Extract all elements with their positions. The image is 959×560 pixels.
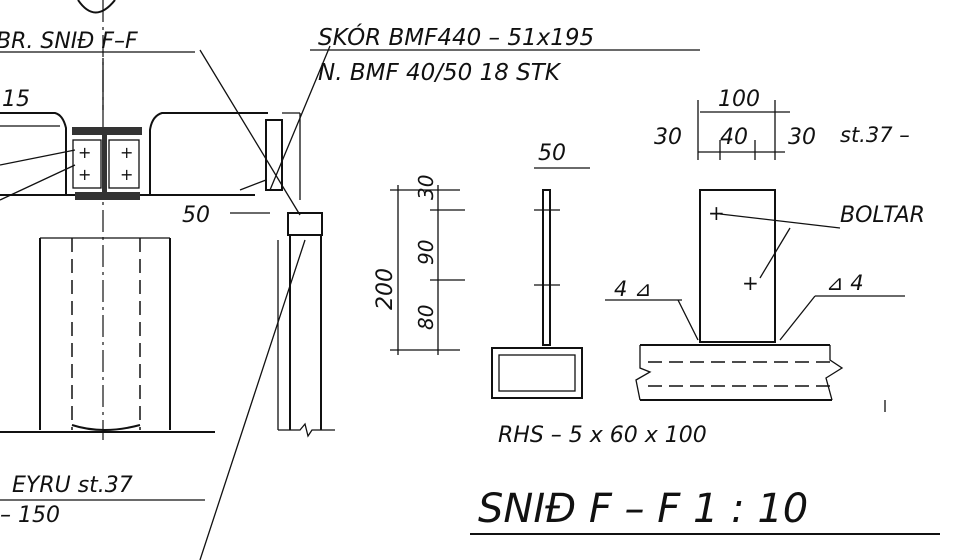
flange-plate [542,189,551,346]
dim-90-vertical: 90 [414,240,438,265]
ear-plate-front [699,189,776,343]
section-elevation: + + + + BR. SNIÐ F–F 15 50 [0,0,335,560]
bolt-mark: + [78,143,91,162]
anchor-shoe-label: SKÓR BMF440 – 51x195 [318,23,594,51]
dim-30-left: 30 [654,125,682,150]
bolt-hole: + [742,271,759,295]
section-marker-circle [77,0,116,14]
rhs-section-inner [498,354,576,392]
bolt-mark: + [120,165,133,184]
dim-15: 15 [2,87,30,112]
bolt-mark: + [120,143,133,162]
dim-30-vertical: 30 [414,175,438,200]
rhs-label: RHS – 5 x 60 x 100 [498,423,707,448]
bolt-mark: + [78,165,91,184]
beam-flange-bottom [75,192,140,200]
dim-80-vertical: 80 [414,305,438,330]
dim-50-left: 50 [182,203,210,228]
weld-right-label: ⊿ 4 [826,271,864,295]
rhs-column-top [287,212,323,236]
beam-flange-top [72,127,142,135]
beam-web [102,135,107,193]
rhs-section [491,347,583,399]
ear-plate-detail: 100 30 40 30 st.37 – + + BOLTAR 4 ⊿ ⊿ 4 [605,87,925,412]
bolts-label: BOLTAR [840,203,925,228]
weld-left-label: 4 ⊿ [614,277,652,301]
title-block: SNIÐ F – F 1 : 10 [470,486,940,535]
anchor-nail-label: N. BMF 40/50 18 STK [318,60,562,86]
beam-plate-left [72,139,102,189]
ear-label: EYRU st.37 [12,473,133,498]
dim-150: – 150 [0,503,60,528]
steel-grade-label: st.37 – [840,123,910,147]
beam-plate-right [108,139,140,189]
anchor-labels: SKÓR BMF440 – 51x195 N. BMF 40/50 18 STK [310,23,700,86]
dim-200: 200 [373,268,398,310]
dim-100: 100 [718,87,760,112]
dim-40: 40 [720,125,748,150]
flange-detail: 200 30 90 80 50 RHS – 5 x 60 x 100 [373,141,707,448]
section-ref-label: BR. SNIÐ F–F [0,29,138,54]
ear-plate [265,119,283,191]
drawing-title: SNIÐ F – F 1 : 10 [478,486,808,532]
dim-50-flange: 50 [538,141,566,166]
dim-30-right: 30 [788,125,816,150]
slab-outline [0,112,268,195]
bolt-hole: + [708,201,725,225]
